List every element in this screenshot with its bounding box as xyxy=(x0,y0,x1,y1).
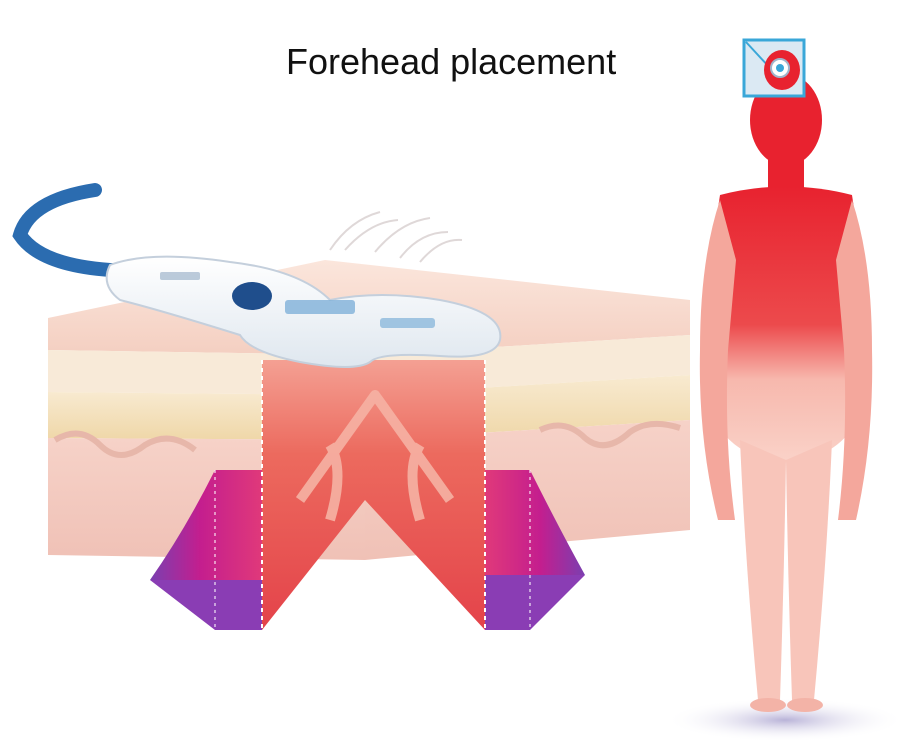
forehead-placement-caption: Forehead placement xyxy=(286,40,616,84)
sensor-placement-icon xyxy=(742,38,806,98)
hair-strands xyxy=(330,212,462,262)
human-body-figure xyxy=(665,74,905,742)
